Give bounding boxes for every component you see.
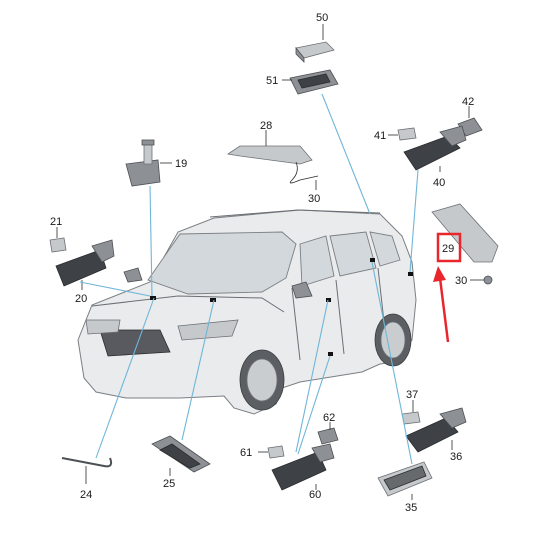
part-29-pillar-trim xyxy=(431,203,499,263)
highlight-arrow-line xyxy=(438,277,450,343)
callout-30-top: 30 xyxy=(308,193,320,205)
callout-29: 29 xyxy=(442,243,454,255)
part-24-cable xyxy=(61,457,113,468)
callout-51: 51 xyxy=(266,75,278,87)
part-61-bulb xyxy=(267,445,285,459)
part-50-remote-key xyxy=(295,41,335,63)
callout-42: 42 xyxy=(462,96,474,108)
callout-61: 61 xyxy=(240,447,252,459)
part-40-lamp xyxy=(403,125,467,171)
callout-28: 28 xyxy=(260,120,272,132)
callout-36: 36 xyxy=(450,451,462,463)
highlight-box xyxy=(436,232,462,263)
callout-20: 20 xyxy=(75,293,87,305)
callout-62: 62 xyxy=(323,412,335,424)
part-41-bulb xyxy=(397,127,417,141)
callout-41: 41 xyxy=(374,130,386,142)
callout-labels: 50 51 28 19 42 41 40 30 21 20 29 30 37 6… xyxy=(50,12,474,514)
part-62-connector xyxy=(317,427,339,445)
part-21-bulb xyxy=(49,237,67,253)
part-30-screw xyxy=(483,275,493,285)
callout-30-right: 30 xyxy=(455,275,467,287)
callout-60: 60 xyxy=(309,489,321,501)
part-60-lamp xyxy=(271,443,335,491)
car-illustration xyxy=(77,209,417,415)
part-37-bulb xyxy=(401,411,421,425)
part-19-bracket xyxy=(125,139,161,187)
part-20-lamp xyxy=(55,239,115,287)
callout-21: 21 xyxy=(50,216,62,228)
callout-50: 50 xyxy=(316,12,328,24)
part-28-trim-panel xyxy=(226,145,319,184)
part-35-lens xyxy=(377,461,433,497)
part-25-module xyxy=(151,435,211,473)
callout-19: 19 xyxy=(175,158,187,170)
part-36-lamp xyxy=(405,407,467,453)
callout-24: 24 xyxy=(80,489,92,501)
callout-40: 40 xyxy=(433,177,445,189)
cyan-leaders xyxy=(79,93,419,465)
leader-lines xyxy=(56,24,484,500)
callout-35: 35 xyxy=(405,502,417,514)
highlight-29 xyxy=(433,232,462,343)
highlight-arrow-head xyxy=(433,266,446,282)
callout-25: 25 xyxy=(163,478,175,490)
callout-37: 37 xyxy=(406,389,418,401)
part-51-interior-light xyxy=(289,69,339,95)
